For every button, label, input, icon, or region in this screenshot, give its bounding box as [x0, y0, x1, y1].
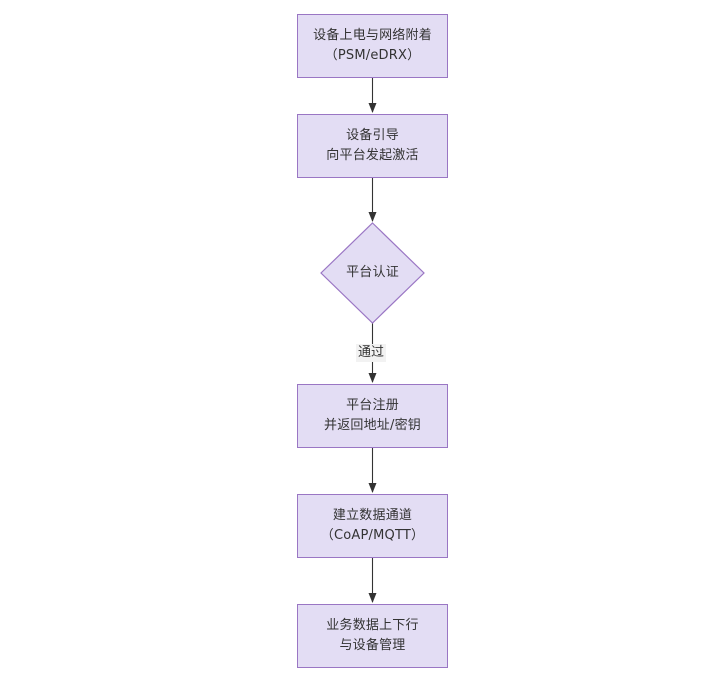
node-bootstrap-line-2: 向平台发起激活 — [326, 148, 419, 163]
node-platform-register[interactable]: 平台注册 并返回地址/密钥 — [297, 384, 448, 448]
node-platform-auth[interactable]: 平台认证 — [321, 223, 424, 323]
platform-auth-diamond-shape — [320, 222, 425, 324]
edge-label-pass: 通过 — [356, 344, 387, 362]
node-power-on-line-2: （PSM/eDRX） — [324, 48, 421, 63]
node-platform-auth-label: 平台认证 — [346, 265, 399, 280]
node-power-on-line-1: 设备上电与网络附着 — [313, 28, 432, 43]
node-platform-register-line-2: 并返回地址/密钥 — [324, 418, 421, 433]
node-service-data-line-2: 与设备管理 — [339, 638, 406, 653]
node-platform-register-line-1: 平台注册 — [346, 398, 399, 413]
node-service-data[interactable]: 业务数据上下行 与设备管理 — [297, 604, 448, 668]
node-bootstrap-line-1: 设备引导 — [346, 128, 399, 143]
node-bootstrap[interactable]: 设备引导 向平台发起激活 — [297, 114, 448, 178]
node-power-on[interactable]: 设备上电与网络附着 （PSM/eDRX） — [297, 14, 448, 78]
node-data-channel-line-1: 建立数据通道 — [332, 508, 413, 523]
node-data-channel-line-2: （CoAP/MQTT） — [320, 528, 425, 543]
node-data-channel[interactable]: 建立数据通道 （CoAP/MQTT） — [297, 494, 448, 558]
node-service-data-line-1: 业务数据上下行 — [326, 618, 419, 633]
